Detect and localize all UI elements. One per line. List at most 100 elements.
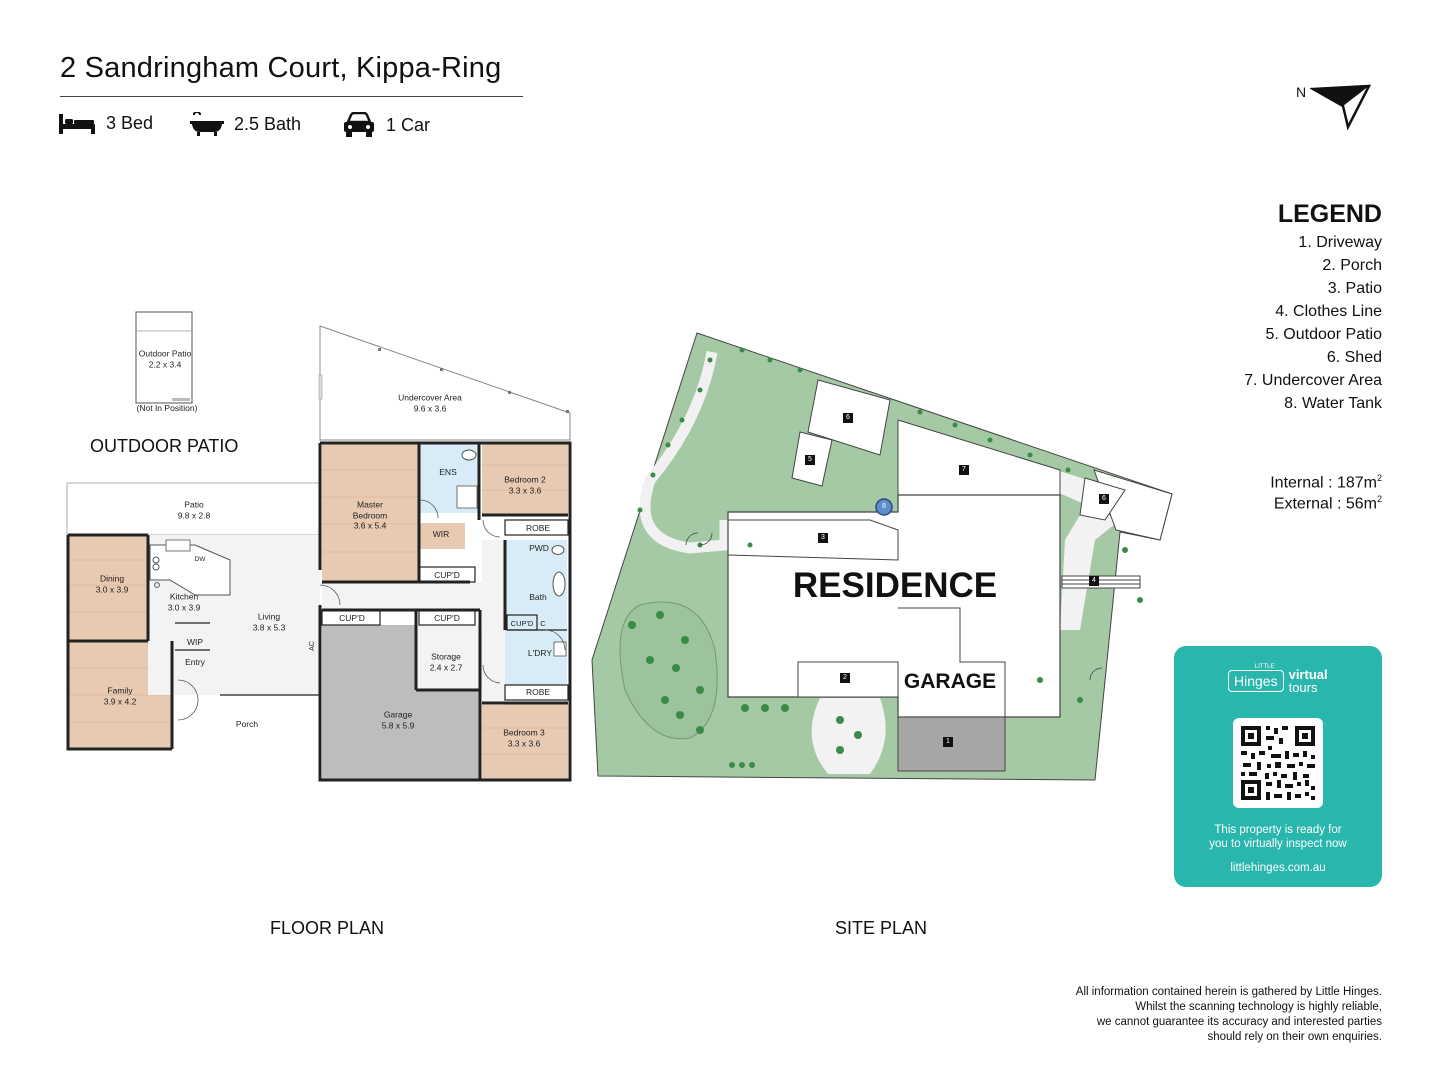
room-name: PWD xyxy=(529,542,549,553)
room-cupboard: CUP'D xyxy=(434,570,460,581)
room-wip: WIP xyxy=(187,637,203,648)
bath-count: 2.5 Bath xyxy=(190,112,301,136)
room-name: Outdoor Patio xyxy=(138,348,192,359)
virtual-tours-wordmark: virtual tours xyxy=(1289,668,1328,694)
room-name: Garage xyxy=(383,709,413,720)
room-robe: ROBE xyxy=(526,687,550,698)
area-unit-sup: 2 xyxy=(1376,494,1382,504)
room-name: Kitchen xyxy=(169,591,199,602)
room-bedroom-3: Bedroom 3 3.3 x 3.6 xyxy=(503,728,545,749)
legend-title: LEGEND xyxy=(1277,200,1382,228)
bed-count: 3 Bed xyxy=(58,112,153,134)
legend-list: 1. Driveway 2. Porch 3. Patio 4. Clothes… xyxy=(1122,231,1382,415)
floor-plan-label: FLOOR PLAN xyxy=(270,918,385,938)
legend-item: 1. Driveway xyxy=(1298,234,1382,251)
car-label: 1 Car xyxy=(386,114,431,135)
qr-code-icon xyxy=(1241,726,1315,800)
site-garage-label: GARAGE xyxy=(903,670,997,693)
little-hinges-logo: LITTLE Hinges virtual tours xyxy=(1228,664,1328,694)
room-ensuite: ENS xyxy=(439,467,456,478)
external-area-label: External xyxy=(1273,495,1333,513)
room-linen: C xyxy=(540,619,545,630)
internal-area-value: : 187m xyxy=(1328,474,1377,492)
room-size: 2.2 x 3.4 xyxy=(148,359,182,369)
disclaimer-line: All information contained herein is gath… xyxy=(1075,986,1382,998)
room-name: Bedroom xyxy=(352,509,388,520)
car-icon xyxy=(344,112,374,137)
promo-url-link[interactable]: littlehinges.com.au xyxy=(1230,862,1326,874)
room-name: CUP'D xyxy=(510,618,534,628)
disclaimer: All information contained herein is gath… xyxy=(1002,985,1382,1045)
title-divider xyxy=(60,96,523,97)
disclaimer-line: we cannot guarantee its accuracy and int… xyxy=(1096,1016,1382,1028)
legend-item: 2. Porch xyxy=(1322,257,1382,274)
site-marker-outdoor-patio: 5 xyxy=(805,455,815,465)
room-living: Living 3.8 x 5.3 xyxy=(253,612,286,633)
room-size: 9.8 x 2.8 xyxy=(177,510,211,520)
room-laundry: L'DRY xyxy=(528,648,552,659)
room-size: 3.0 x 3.9 xyxy=(95,584,129,594)
legend-item: 8. Water Tank xyxy=(1284,395,1382,412)
external-area: External : 56m2 xyxy=(1274,494,1382,513)
room-name: Dining xyxy=(99,573,125,584)
room-name: Patio xyxy=(184,499,204,510)
room-cupboard: CUP'D xyxy=(339,613,365,624)
room-size: 5.8 x 5.9 xyxy=(381,720,415,730)
room-master-bedroom: Master Bedroom 3.6 x 5.4 xyxy=(353,499,388,531)
external-area-value: : 56m xyxy=(1336,495,1377,513)
legend-item: 7. Undercover Area xyxy=(1244,372,1382,389)
car-count: 1 Car xyxy=(342,112,430,138)
room-entry: Entry xyxy=(185,657,205,668)
room-storage: Storage 2.4 x 2.7 xyxy=(430,652,463,673)
room-not-in-position: (Not In Position) xyxy=(137,403,198,414)
room-dining: Dining 3.0 x 3.9 xyxy=(96,574,129,595)
room-name: Entry xyxy=(185,656,205,667)
room-name: WIP xyxy=(186,636,204,647)
legend-item: 3. Patio xyxy=(1327,280,1382,297)
bath-icon xyxy=(190,112,224,136)
hinges-logo-box: LITTLE Hinges xyxy=(1228,664,1284,692)
bed-icon xyxy=(59,114,95,134)
disclaimer-line: Whilst the scanning technology is highly… xyxy=(1135,1001,1382,1013)
property-address: 2 Sandringham Court, Kippa-Ring xyxy=(60,52,502,84)
legend-item: 4. Clothes Line xyxy=(1275,303,1382,320)
site-marker-clothes-line: 4 xyxy=(1089,576,1099,586)
room-size: 3.6 x 5.4 xyxy=(353,520,387,531)
room-name: Bedroom 3 xyxy=(503,727,545,738)
promo-message: This property is ready for you to virtua… xyxy=(1174,823,1382,851)
tours-text: tours xyxy=(1288,680,1318,695)
room-name: CUP'D xyxy=(339,612,365,623)
room-name: C xyxy=(540,618,546,628)
logo-small-text: LITTLE xyxy=(1252,664,1277,670)
internal-area-label: Internal xyxy=(1270,474,1324,492)
room-size: 3.0 x 3.9 xyxy=(167,602,201,612)
room-name: Living xyxy=(257,611,281,622)
virtual-tour-card[interactable]: LITTLE Hinges virtual tours xyxy=(1174,646,1382,887)
room-name: CUP'D xyxy=(434,612,460,623)
qr-code[interactable] xyxy=(1233,718,1323,808)
room-name: Storage xyxy=(431,651,461,662)
site-marker-patio: 3 xyxy=(818,533,828,543)
site-marker-shed: 6 xyxy=(1099,494,1109,504)
room-note: (Not In Position) xyxy=(136,402,198,413)
outdoor-patio-heading: OUTDOOR PATIO xyxy=(90,436,239,456)
room-cupboard: CUP'D xyxy=(511,619,534,630)
room-powder: PWD xyxy=(529,543,549,554)
room-name: L'DRY xyxy=(527,647,553,658)
promo-line: you to virtually inspect now xyxy=(1209,838,1347,850)
room-name: Family xyxy=(107,685,133,696)
room-size: 3.8 x 5.3 xyxy=(252,622,286,632)
compass-north-label: N xyxy=(1296,84,1307,100)
site-marker-porch: 2 xyxy=(840,673,850,683)
site-marker-shed: 6 xyxy=(843,413,853,423)
site-plan-drawing xyxy=(591,332,1173,781)
room-bedroom-2: Bedroom 2 3.3 x 3.6 xyxy=(504,475,546,496)
room-robe: ROBE xyxy=(526,523,550,534)
room-name: CUP'D xyxy=(434,569,460,580)
room-size: 2.4 x 2.7 xyxy=(429,662,463,672)
room-bath: Bath xyxy=(529,592,547,603)
room-cupboard: CUP'D xyxy=(434,613,460,624)
room-wir: WIR xyxy=(433,529,450,540)
room-size: 3.3 x 3.6 xyxy=(508,485,542,495)
room-name: ROBE xyxy=(525,522,551,533)
